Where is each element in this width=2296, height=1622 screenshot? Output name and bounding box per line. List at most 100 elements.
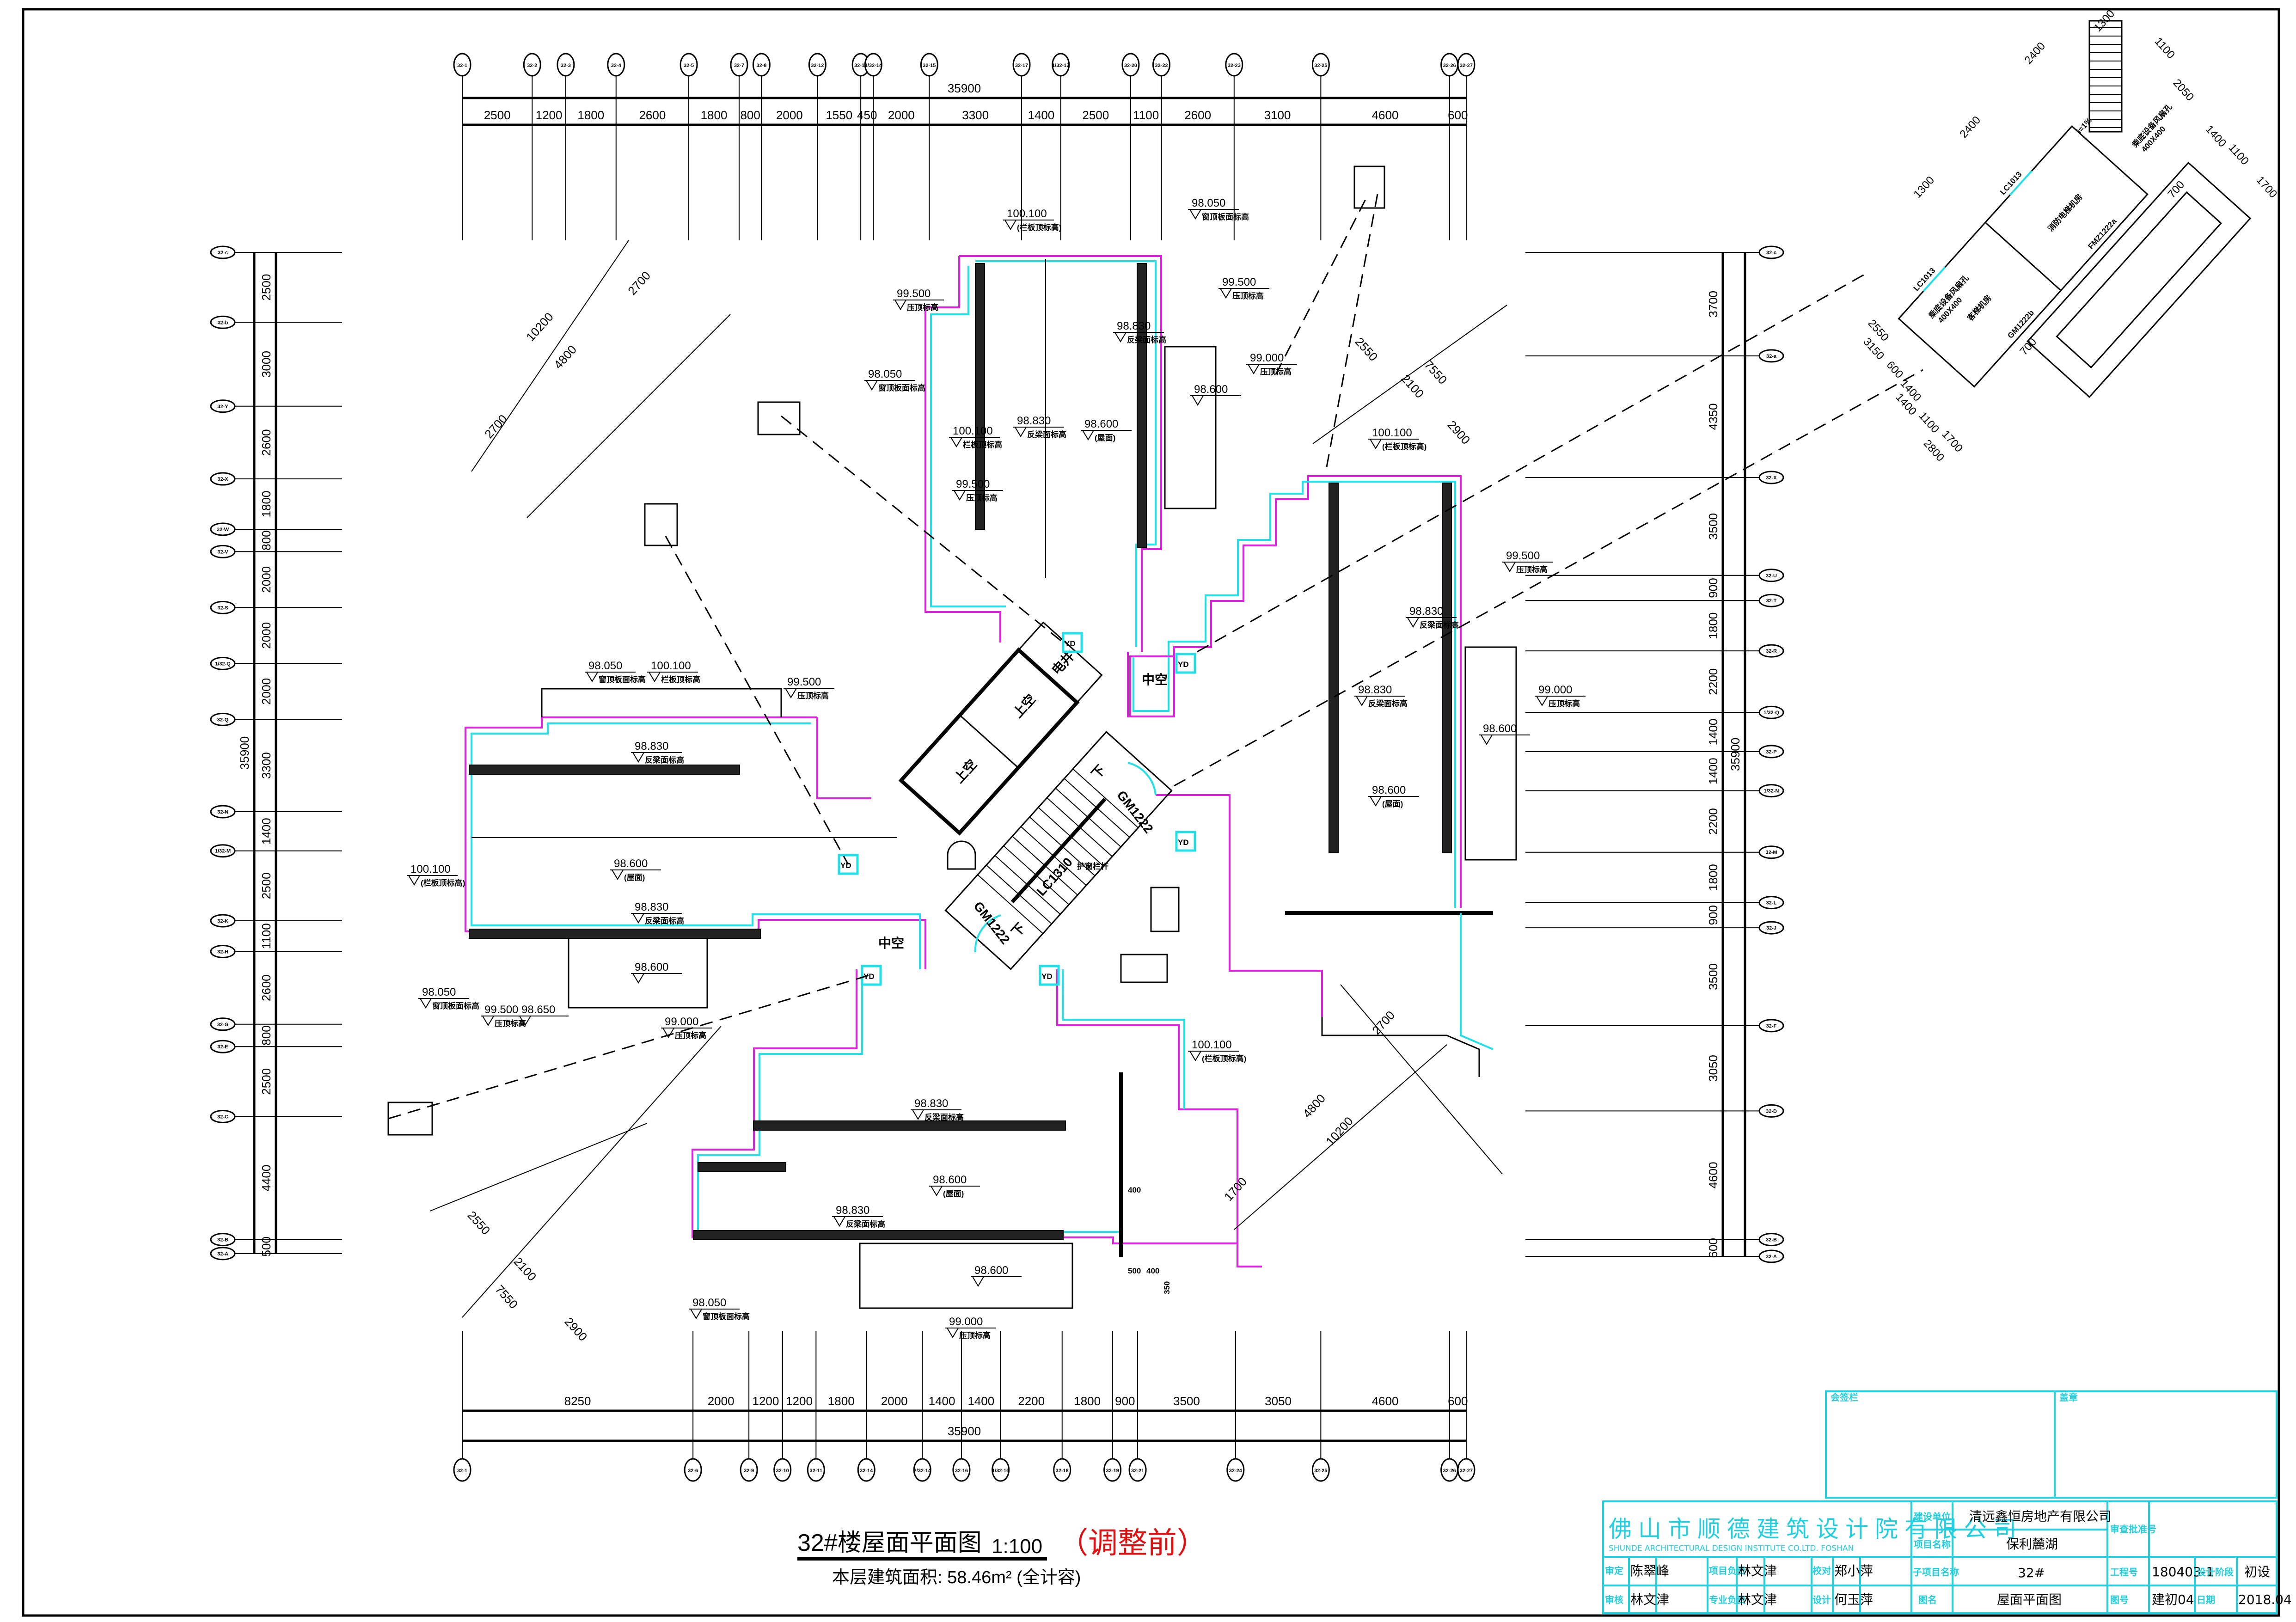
dim-value: 450 — [857, 108, 877, 122]
beam — [469, 765, 740, 775]
dim-total: 35900 — [948, 1424, 981, 1438]
svg-text:图号: 图号 — [2110, 1594, 2129, 1605]
top-wing-outer-wall — [959, 255, 1162, 652]
dim-value: 2000 — [259, 566, 273, 593]
svg-text:100.100: 100.100 — [1192, 1039, 1232, 1051]
dim-value: 2000 — [888, 108, 915, 122]
dim-value: 2000 — [881, 1394, 908, 1408]
grid-bubble — [210, 1017, 236, 1031]
grid-label: 32-F — [1766, 1023, 1777, 1029]
grid-label: 32-2 — [527, 63, 537, 68]
svg-text:压顶标高: 压顶标高 — [797, 691, 829, 700]
grid-label: 32-Q — [217, 717, 229, 722]
dim-value: 3050 — [1265, 1394, 1292, 1408]
svg-text:压顶标高: 压顶标高 — [1516, 565, 1548, 574]
grid-bubble — [864, 53, 882, 77]
svg-text:2700: 2700 — [1369, 1008, 1397, 1037]
grid-label: 32-19 — [1106, 1468, 1119, 1474]
dim-value: 1400 — [259, 818, 273, 845]
grid-bubble — [752, 53, 771, 77]
grid-label: 32-27 — [1460, 63, 1473, 68]
grid-label: 32-X — [217, 477, 228, 482]
grid-bubble — [1758, 845, 1784, 859]
beam — [1442, 483, 1452, 853]
dim-value: 3500 — [1173, 1394, 1200, 1408]
door-swing-gm1222-west — [974, 914, 1001, 953]
inset-dim: 2400 — [1957, 114, 1983, 141]
svg-text:栏板顶标高: 栏板顶标高 — [963, 440, 1002, 449]
grid-bubble — [1758, 1249, 1784, 1263]
svg-text:1700: 1700 — [1221, 1175, 1249, 1204]
grid-bubble — [684, 1458, 702, 1482]
svg-text:压顶标高: 压顶标高 — [1549, 699, 1580, 708]
dim-value: 2000 — [259, 678, 273, 705]
top-wing-roof-box — [1164, 346, 1217, 509]
svg-text:(屋面): (屋面) — [1095, 434, 1115, 442]
svg-text:98.050: 98.050 — [868, 368, 902, 380]
right-wing-roof-box — [1464, 646, 1517, 861]
svg-text:压顶标高: 压顶标高 — [1232, 291, 1264, 300]
dim-value: 2200 — [1018, 1394, 1045, 1408]
inset-dim: 2050 — [2171, 77, 2197, 104]
grid-bubble — [1053, 1458, 1071, 1482]
grid-label: 32-23 — [1228, 63, 1241, 68]
svg-text:校对: 校对 — [1812, 1565, 1831, 1576]
grid-bubble — [210, 1109, 236, 1123]
svg-text:99.500: 99.500 — [787, 676, 821, 688]
svg-text:98.830: 98.830 — [914, 1097, 948, 1110]
grid-label: 1/32-17 — [1052, 63, 1069, 68]
dim-value: 3700 — [1706, 291, 1720, 318]
svg-text:会签栏: 会签栏 — [1831, 1392, 1858, 1403]
svg-text:YD: YD — [1041, 972, 1053, 981]
grid-bubble — [1311, 53, 1330, 77]
right-wing-lower-ledge — [1321, 1017, 1480, 1077]
dim-value: 1400 — [1706, 719, 1720, 746]
grid-label: 32-24 — [1229, 1468, 1243, 1474]
grid-bubble — [210, 945, 236, 958]
grid-label: 32-W — [217, 527, 229, 533]
svg-text:98.050: 98.050 — [588, 660, 622, 672]
dim-value: 3100 — [1264, 108, 1291, 122]
grid-bubble — [1128, 1458, 1147, 1482]
dim-value: 1800 — [577, 108, 604, 122]
svg-text:(栏板顶标高): (栏板顶标高) — [421, 878, 465, 888]
dim-value: 3500 — [1706, 513, 1720, 540]
svg-text:陈翠峰: 陈翠峰 — [1630, 1563, 1669, 1579]
area-note: 本层建筑面积: 58.46m² (全计容) — [832, 1568, 1081, 1587]
elevation-mark: 100.100(栏板顶标高) — [1003, 208, 1061, 232]
elevation-mark: 100.100(栏板顶标高) — [1368, 427, 1427, 451]
grid-bubble — [210, 1040, 236, 1053]
svg-text:2100: 2100 — [511, 1255, 539, 1284]
project: 保利麓湖 — [2006, 1536, 2058, 1552]
company-name-en: SHUNDE ARCHITECTURAL DESIGN INSTITUTE CO… — [1609, 1544, 1854, 1553]
svg-text:反梁面标高: 反梁面标高 — [1368, 699, 1408, 708]
core: 上空 上空 电井 下 下 GM1222 GM1222 LC1310 护窗栏杆 中… — [878, 621, 1175, 970]
grid-bubble — [523, 53, 541, 77]
grid-bubble — [1457, 1458, 1476, 1482]
dim-total: 35900 — [1728, 738, 1742, 771]
dim-value: 2000 — [259, 622, 273, 649]
void-outline — [1129, 655, 1175, 717]
svg-text:林文津: 林文津 — [1630, 1592, 1669, 1607]
dim-value: 3500 — [1706, 963, 1720, 990]
dim-value: 2000 — [776, 108, 803, 122]
grid-label: 32-21 — [1131, 1468, 1144, 1474]
elevation-mark: 100.100(栏板顶标高) — [1188, 1039, 1246, 1063]
svg-text:99.000: 99.000 — [1250, 352, 1284, 364]
elevation-mark: 98.600 — [1190, 383, 1241, 406]
grid-bubble — [210, 545, 236, 558]
design-stage: 初设 — [2244, 1564, 2270, 1579]
svg-text:盖章: 盖章 — [2059, 1392, 2078, 1403]
svg-text:98.050: 98.050 — [692, 1297, 726, 1309]
svg-text:窗顶板面标高: 窗顶板面标高 — [599, 675, 646, 684]
dim-value: 2500 — [259, 1068, 273, 1095]
svg-text:2900: 2900 — [1445, 418, 1473, 447]
grid-label: 32-c — [218, 250, 228, 256]
svg-text:窗顶板面标高: 窗顶板面标高 — [432, 1001, 479, 1010]
elevation-mark: 98.600 — [1479, 722, 1530, 745]
grid-label: 32-X — [1766, 475, 1777, 481]
grid-bubble — [1457, 53, 1476, 77]
